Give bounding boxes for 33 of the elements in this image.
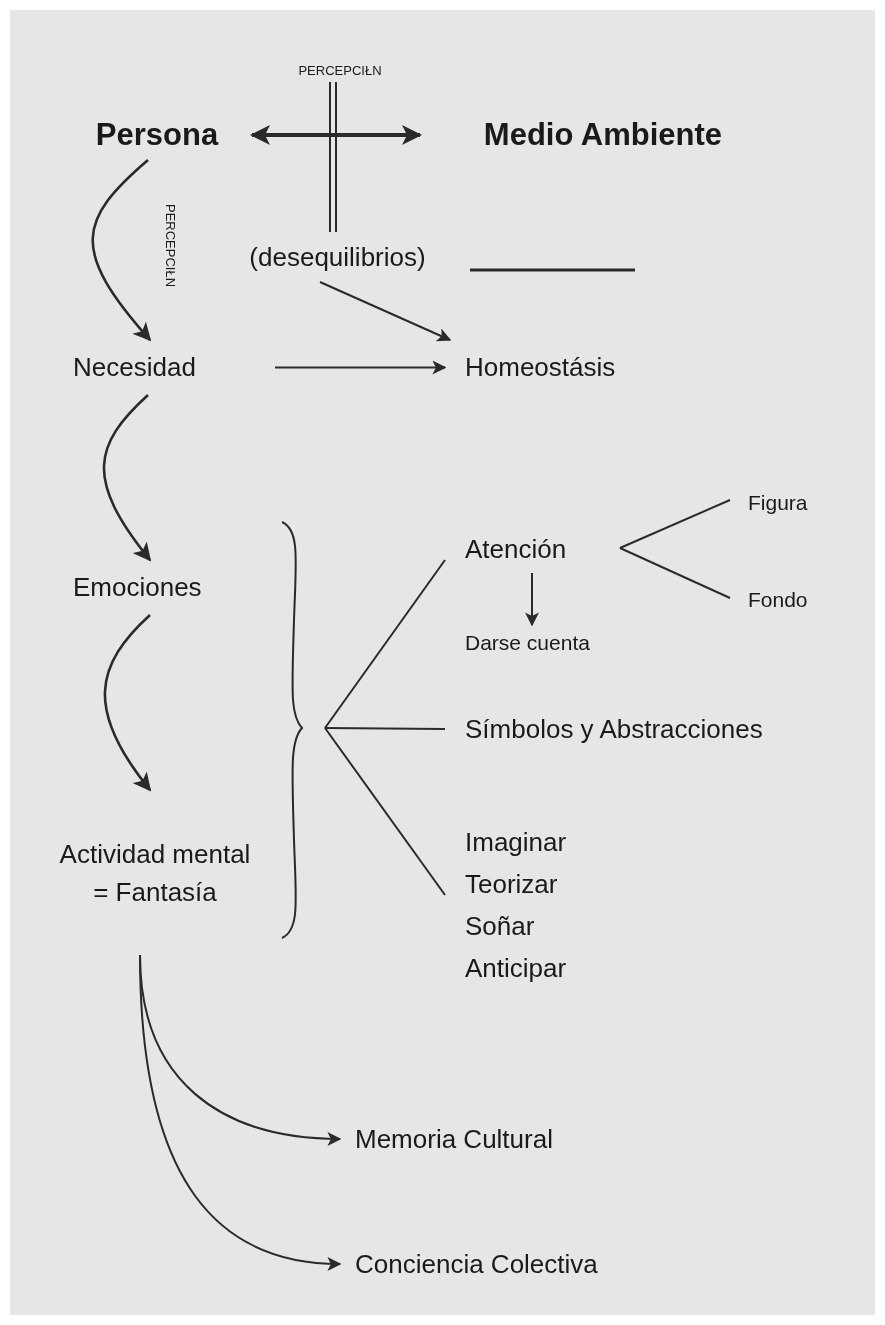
arrow [103,614,152,792]
concept-text: Anticipar [465,952,567,985]
arrow [319,281,452,342]
concept-text: Soñar [465,910,535,943]
concept-text: Medio Ambiente [420,110,786,160]
arrow [274,360,447,375]
connector-line [324,727,446,896]
concept-text: Atención [445,525,620,573]
concept-text: Necesidad [65,340,275,395]
concept-text: (desequilibrios) [225,232,450,282]
concept-text: Darse cuenta [445,625,645,660]
arrow [91,159,152,342]
concept-text: Actividad mental = Fantasía [55,790,255,955]
concept-text: Símbolos y Abstracciones [445,705,865,753]
connector-line [324,559,446,729]
arrow [139,954,342,1271]
connector-line [619,547,731,599]
concept-text: Figura [730,485,840,520]
concept-text: PERCEPCIŁN [270,58,410,82]
connector-line [329,81,337,233]
concept-text: Memoria Cultural [340,1115,630,1163]
concept-text: Teorizar [465,868,558,901]
concept-text: Imaginar [465,826,567,859]
concept-text: Fondo [730,582,840,617]
arrow [102,394,152,562]
arrow [250,125,422,145]
concept-text: Emociones [65,560,245,615]
concept-text: Persona [62,110,252,160]
concept-text: Homeostásis [445,340,670,395]
concept-text: Conciencia Colectiva [340,1240,680,1288]
connector-line [324,727,446,730]
arrow [525,572,539,627]
connector-line [619,499,731,549]
